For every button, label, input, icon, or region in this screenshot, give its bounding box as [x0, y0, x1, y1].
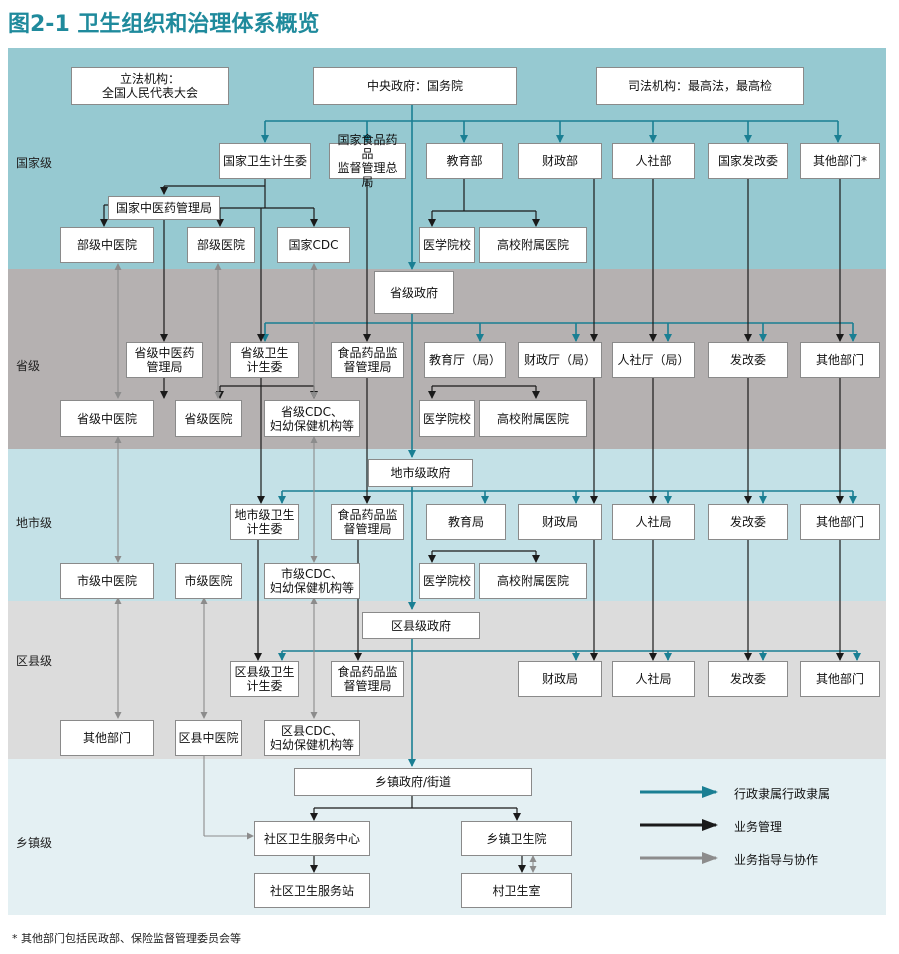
judiciary-box: 司法机构：最高法，最高检: [596, 67, 804, 105]
community-health-station-box: 社区卫生服务站: [254, 873, 370, 908]
county-fda-box: 食品药品监 督管理局: [331, 661, 404, 697]
provincial-university-hospital-box: 高校附属医院: [479, 400, 587, 437]
provincial-hospital-box: 省级医院: [175, 400, 242, 437]
central-government-box: 中央政府：国务院: [313, 67, 517, 105]
footnote: * 其他部门包括民政部、保险监督管理委员会等: [12, 932, 241, 945]
provincial-ndrc-box: 发改委: [708, 342, 788, 378]
municipal-education-box: 教育局: [426, 504, 506, 540]
municipal-ndrc-box: 发改委: [708, 504, 788, 540]
provincial-fda-box: 食品药品监 督管理局: [331, 342, 404, 378]
municipal-hr-box: 人社局: [612, 504, 695, 540]
provincial-medical-school-box: 医学院校: [419, 400, 475, 437]
level-label-provincial: 省级: [16, 359, 41, 373]
provincial-other-box: 其他部门: [800, 342, 880, 378]
community-health-center-box: 社区卫生服务中心: [254, 821, 370, 856]
provincial-government-box: 省级政府: [374, 271, 454, 314]
municipal-health-commission-box: 地市级卫生 计生委: [230, 504, 299, 540]
county-health-commission-box: 区县级卫生 计生委: [230, 661, 299, 697]
national-university-hospital-box: 高校附属医院: [479, 227, 587, 263]
municipal-medical-school-box: 医学院校: [419, 563, 475, 599]
page-title: 图2-1 卫生组织和治理体系概览: [8, 12, 320, 37]
level-label-township: 乡镇级: [16, 836, 53, 850]
municipal-government-box: 地市级政府: [368, 459, 473, 487]
national-health-commission-box: 国家卫生计生委: [219, 143, 311, 179]
county-tcm-hospital-box: 区县中医院: [175, 720, 242, 756]
village-clinic-box: 村卫生室: [461, 873, 572, 908]
county-finance-box: 财政局: [518, 661, 602, 697]
municipal-fda-box: 食品药品监 督管理局: [331, 504, 404, 540]
national-fda-box: 国家食品药品 监督管理总局: [329, 133, 406, 189]
township-hospital-box: 乡镇卫生院: [461, 821, 572, 856]
provincial-tcm-admin-box: 省级中医药 管理局: [126, 342, 203, 378]
provincial-finance-box: 财政厅（局）: [518, 342, 602, 378]
county-other-box: 其他部门: [800, 661, 880, 697]
township-government-box: 乡镇政府/街道: [294, 768, 532, 796]
national-cdc-box: 国家CDC: [277, 227, 350, 263]
municipal-finance-box: 财政局: [518, 504, 602, 540]
national-medical-school-box: 医学院校: [419, 227, 475, 263]
ndrc-box: 国家发改委: [708, 143, 788, 179]
level-label-national: 国家级: [16, 156, 53, 170]
level-label-county: 区县级: [16, 654, 53, 668]
county-cdc-box: 区县CDC、 妇幼保健机构等: [264, 720, 360, 756]
municipal-university-hospital-box: 高校附属医院: [479, 563, 587, 599]
legend-business-label: 业务管理: [734, 820, 783, 834]
county-hr-box: 人社局: [612, 661, 695, 697]
provincial-hr-box: 人社厅（局）: [612, 342, 695, 378]
legislature-box: 立法机构： 全国人民代表大会: [71, 67, 229, 105]
other-ministries-box: 其他部门*: [800, 143, 880, 179]
ministry-finance-box: 财政部: [518, 143, 602, 179]
provincial-education-box: 教育厅（局）: [424, 342, 506, 378]
municipal-hospital-box: 市级医院: [175, 563, 242, 599]
ministry-education-box: 教育部: [426, 143, 503, 179]
county-ndrc-box: 发改委: [708, 661, 788, 697]
provincial-cdc-box: 省级CDC、 妇幼保健机构等: [264, 400, 360, 437]
provincial-tcm-hospital-box: 省级中医院: [60, 400, 154, 437]
county-other-departments-box: 其他部门: [60, 720, 154, 756]
county-government-box: 区县级政府: [362, 612, 480, 639]
municipal-tcm-hospital-box: 市级中医院: [60, 563, 154, 599]
municipal-cdc-box: 市级CDC、 妇幼保健机构等: [264, 563, 360, 599]
municipal-other-box: 其他部门: [800, 504, 880, 540]
national-tcm-admin-box: 国家中医药管理局: [108, 196, 220, 220]
ministerial-tcm-hospital-box: 部级中医院: [60, 227, 154, 263]
level-label-municipal: 地市级: [16, 516, 53, 530]
legend-guidance-label: 业务指导与协作: [734, 853, 819, 867]
legend-admin-label: 行政隶属行政隶属: [734, 787, 831, 801]
ministry-hr-box: 人社部: [612, 143, 695, 179]
ministerial-hospital-box: 部级医院: [187, 227, 255, 263]
provincial-health-commission-box: 省级卫生 计生委: [230, 342, 299, 378]
